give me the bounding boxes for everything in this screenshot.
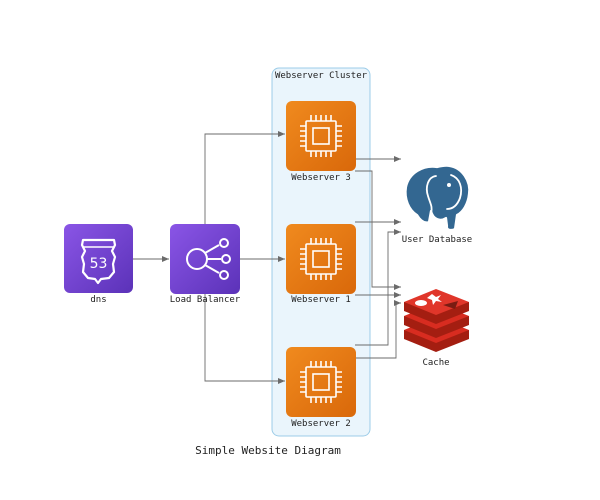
node-cache[interactable]: Cache [404, 289, 469, 368]
ec2-icon [286, 347, 356, 417]
node-user-database[interactable]: User Database [402, 164, 472, 245]
node-webserver-2[interactable]: Webserver 2 [286, 347, 356, 429]
node-dns[interactable]: 53 dns [64, 224, 133, 305]
postgresql-icon [404, 164, 471, 232]
ec2-icon [286, 224, 356, 294]
dns-label: dns [90, 295, 106, 305]
webserver-2-label: Webserver 2 [291, 419, 351, 429]
node-load-balancer[interactable]: Load Balancer [170, 224, 241, 305]
route53-shield-icon [80, 238, 117, 285]
edge-webserver-2-to-cache [355, 300, 401, 359]
redis-icon [404, 289, 469, 352]
diagram-title: Simple Website Diagram [195, 444, 341, 457]
elb-icon [170, 224, 240, 294]
edge-load-balancer-to-webserver-2 [204, 294, 285, 384]
edge-webserver-2-to-user-database [355, 229, 401, 346]
route53-icon [64, 224, 133, 293]
user-database-label: User Database [402, 235, 472, 245]
load-balancer-label: Load Balancer [170, 295, 241, 305]
edge-load-balancer-to-webserver-3 [204, 131, 285, 224]
cache-label: Cache [422, 358, 449, 368]
cluster-label: Webserver Cluster [275, 71, 368, 81]
ec2-icon [286, 101, 356, 171]
node-webserver-1[interactable]: Webserver 1 [286, 224, 356, 305]
webserver-1-label: Webserver 1 [291, 295, 351, 305]
webserver-3-label: Webserver 3 [291, 173, 351, 183]
edges [133, 131, 401, 384]
node-webserver-3[interactable]: Webserver 3 [286, 101, 356, 183]
edge-webserver-3-to-cache [355, 170, 401, 290]
route53-shield-text: 53 [90, 256, 108, 272]
